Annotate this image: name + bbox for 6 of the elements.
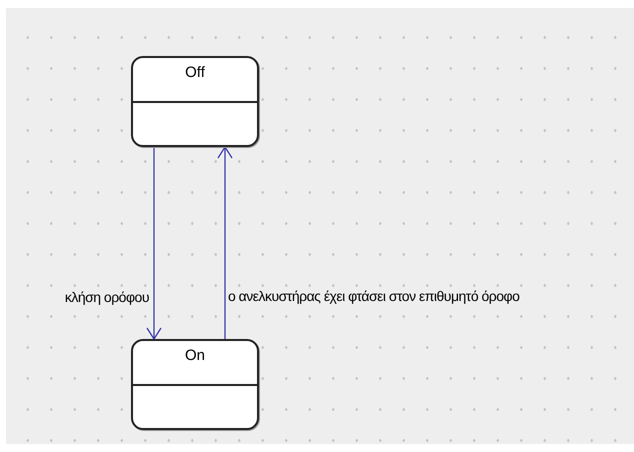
state-name: Off (185, 64, 205, 82)
state-box (131, 339, 259, 430)
state-name: On (184, 347, 205, 365)
transition-arrow (146, 147, 162, 340)
state-box (131, 56, 259, 147)
transition-arrow (217, 146, 233, 339)
